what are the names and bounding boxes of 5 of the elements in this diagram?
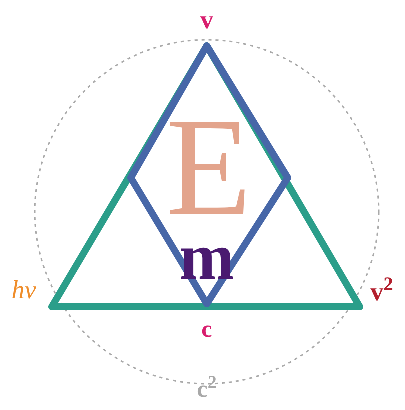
- vertex-label: v: [200, 4, 214, 36]
- vertex-label: c: [202, 316, 212, 345]
- circle-label: c$^{2}$: [197, 372, 217, 405]
- vertex-label: v$^{2}$: [370, 274, 394, 308]
- vertex-label: hv: [12, 274, 36, 306]
